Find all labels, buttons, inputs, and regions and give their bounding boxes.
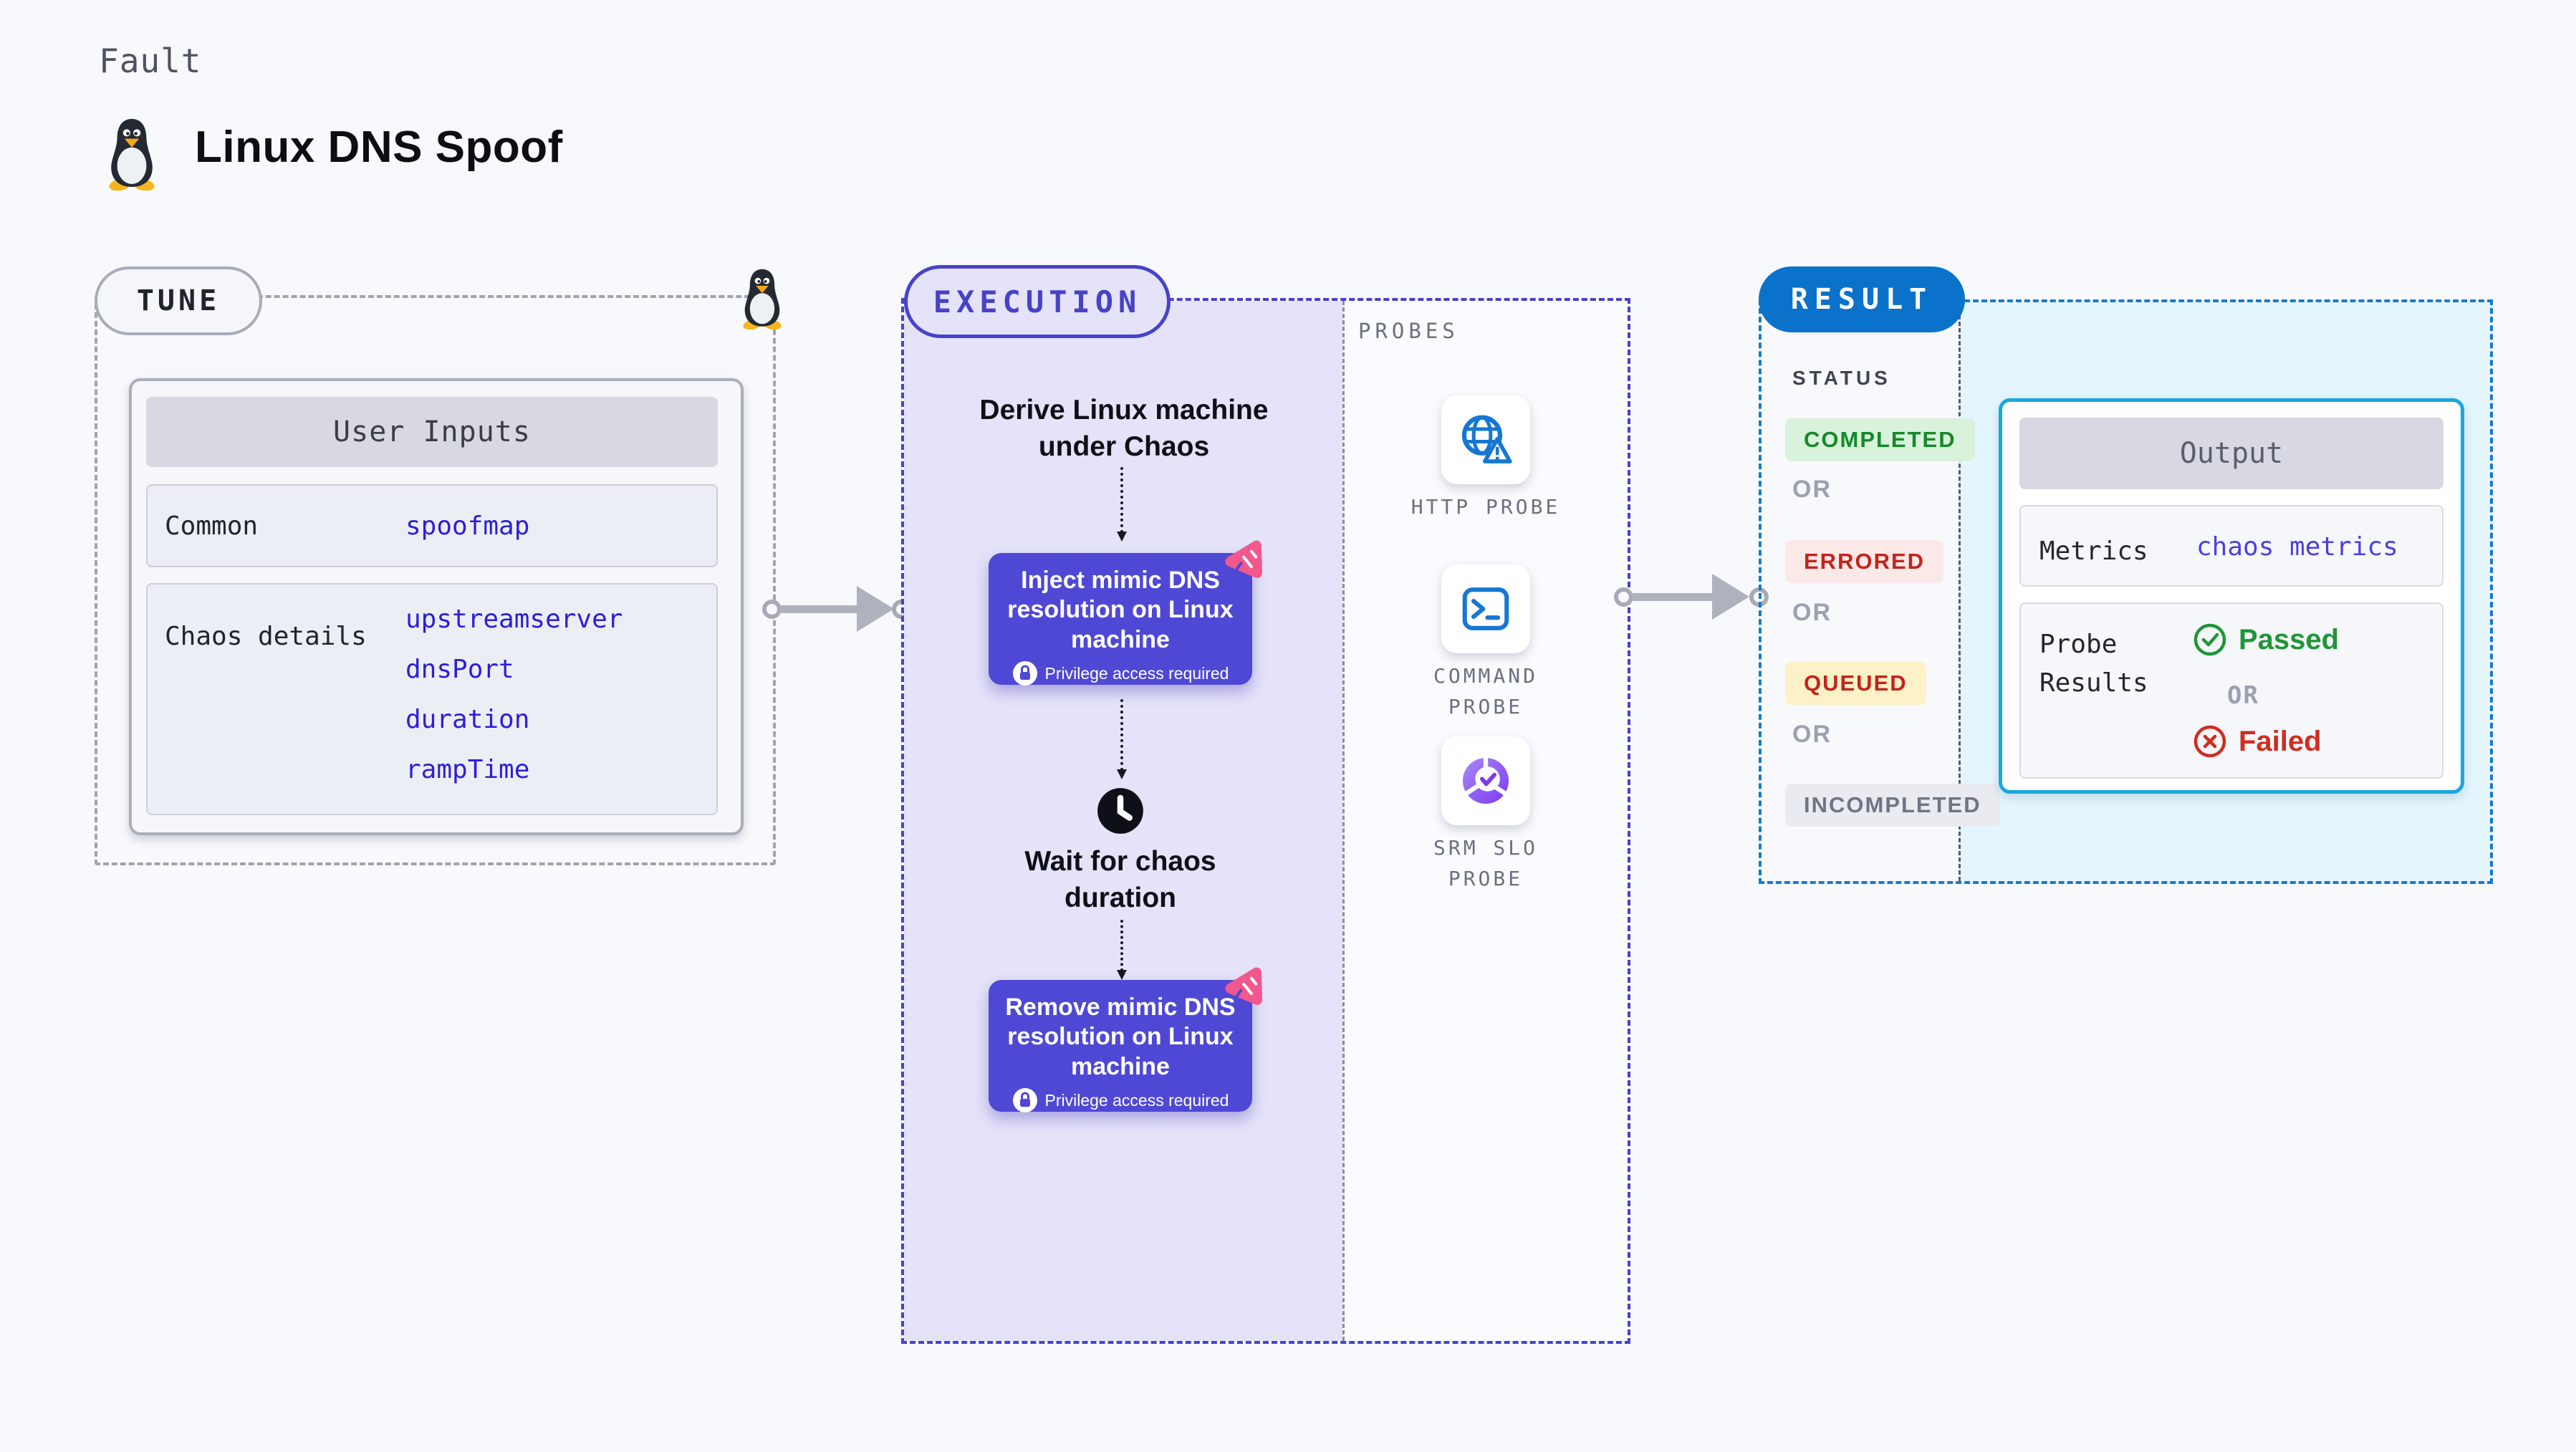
privilege-note-text: Privilege access required bbox=[1044, 1090, 1229, 1110]
or-label: OR bbox=[1792, 721, 1832, 748]
command-probe-card bbox=[1441, 564, 1530, 653]
chaos-logo-icon bbox=[1225, 540, 1263, 578]
input-row-label: Chaos details bbox=[165, 622, 367, 651]
input-row-label: Common bbox=[165, 511, 259, 541]
tune-section-box bbox=[95, 295, 776, 865]
or-label: OR bbox=[2227, 681, 2259, 710]
tux-penguin-icon-small bbox=[743, 269, 782, 330]
input-value-link[interactable]: dnsPort bbox=[405, 655, 514, 684]
status-label: STATUS bbox=[1792, 367, 1891, 389]
or-label: OR bbox=[1792, 476, 1832, 503]
terminal-icon bbox=[1462, 587, 1509, 630]
chaos-logo-icon bbox=[1225, 967, 1263, 1005]
status-badge-errored: ERRORED bbox=[1785, 540, 1944, 583]
input-value-link[interactable]: spoofmap bbox=[405, 511, 530, 541]
probe-results-row: Probe Results Passed OR Failed bbox=[2019, 602, 2443, 779]
command-probe-label: COMMAND PROBE bbox=[1433, 664, 1538, 719]
slo-donut-check-icon bbox=[1462, 756, 1509, 804]
remove-step-title: Remove mimic DNS resolution on Linux mac… bbox=[1005, 994, 1236, 1080]
tune-pill: TUNE bbox=[95, 266, 262, 335]
privilege-note: Privilege access required bbox=[989, 660, 1252, 686]
flow-arrow bbox=[779, 605, 864, 613]
derive-step-text: Derive Linux machine under Chaos bbox=[979, 395, 1269, 462]
output-card: Output Metrics chaos metrics Probe Resul… bbox=[1999, 398, 2464, 794]
flow-down-arrow bbox=[1117, 467, 1127, 542]
passed-result: Passed bbox=[2193, 622, 2339, 657]
input-row-chaos-details: Chaos details upstreamserver dnsPort dur… bbox=[146, 583, 718, 815]
output-header: Output bbox=[2019, 418, 2443, 489]
status-badge-incompleted: INCOMPLETED bbox=[1785, 784, 2000, 827]
lock-icon bbox=[1012, 661, 1037, 686]
lock-icon bbox=[1012, 1088, 1037, 1113]
remove-step-card: Remove mimic DNS resolution on Linux mac… bbox=[989, 980, 1252, 1113]
execution-pill: EXECUTION bbox=[904, 265, 1171, 338]
chaos-metrics-link[interactable]: chaos metrics bbox=[2196, 532, 2398, 562]
flow-arrow-head bbox=[1712, 574, 1749, 620]
metrics-row: Metrics chaos metrics bbox=[2019, 505, 2443, 587]
privilege-note-text: Privilege access required bbox=[1044, 663, 1229, 683]
http-probe-label: HTTP PROBE bbox=[1410, 495, 1561, 519]
check-circle-icon bbox=[2193, 623, 2226, 656]
flow-arrow-node bbox=[1614, 587, 1633, 607]
http-probe-card bbox=[1441, 395, 1530, 484]
wait-step-text: Wait for chaos duration bbox=[1024, 846, 1216, 913]
passed-label: Passed bbox=[2239, 623, 2340, 655]
privilege-note: Privilege access required bbox=[989, 1087, 1252, 1113]
failed-label: Failed bbox=[2239, 725, 2322, 757]
flow-down-arrow bbox=[1117, 699, 1127, 779]
status-badge-queued: QUEUED bbox=[1785, 662, 1926, 705]
inject-step-card: Inject mimic DNS resolution on Linux mac… bbox=[989, 553, 1252, 686]
input-value-link[interactable]: upstreamserver bbox=[405, 605, 623, 634]
srm-slo-probe-card bbox=[1441, 736, 1530, 825]
tux-penguin-icon bbox=[109, 119, 155, 191]
probes-label: PROBES bbox=[1358, 319, 1459, 343]
user-inputs-header: User Inputs bbox=[146, 397, 718, 467]
input-value-link[interactable]: duration bbox=[405, 705, 530, 734]
input-row-common: Common spoofmap bbox=[146, 484, 718, 567]
clock-icon bbox=[1097, 788, 1143, 834]
user-inputs-card: User Inputs Common spoofmap Chaos detail… bbox=[129, 378, 744, 835]
probe-results-label: Probe Results bbox=[2039, 630, 2148, 698]
inject-step-title: Inject mimic DNS resolution on Linux mac… bbox=[1007, 567, 1234, 653]
failed-result: Failed bbox=[2193, 724, 2322, 759]
flow-down-arrow bbox=[1117, 920, 1127, 980]
flow-arrow-node bbox=[762, 600, 782, 619]
page-title: Linux DNS Spoof bbox=[195, 122, 563, 172]
metrics-label: Metrics bbox=[2039, 537, 2148, 566]
flow-arrow-head bbox=[857, 586, 894, 632]
fault-kicker: Fault bbox=[99, 42, 202, 80]
result-pill: RESULT bbox=[1759, 266, 1965, 332]
srm-slo-probe-label: SRM SLO PROBE bbox=[1433, 836, 1538, 891]
or-label: OR bbox=[1792, 599, 1832, 626]
x-circle-icon bbox=[2193, 725, 2226, 758]
status-badge-completed: COMPLETED bbox=[1785, 418, 1975, 461]
input-value-link[interactable]: rampTime bbox=[405, 755, 530, 784]
globe-alert-icon bbox=[1461, 415, 1512, 463]
flow-arrow bbox=[1632, 593, 1718, 601]
